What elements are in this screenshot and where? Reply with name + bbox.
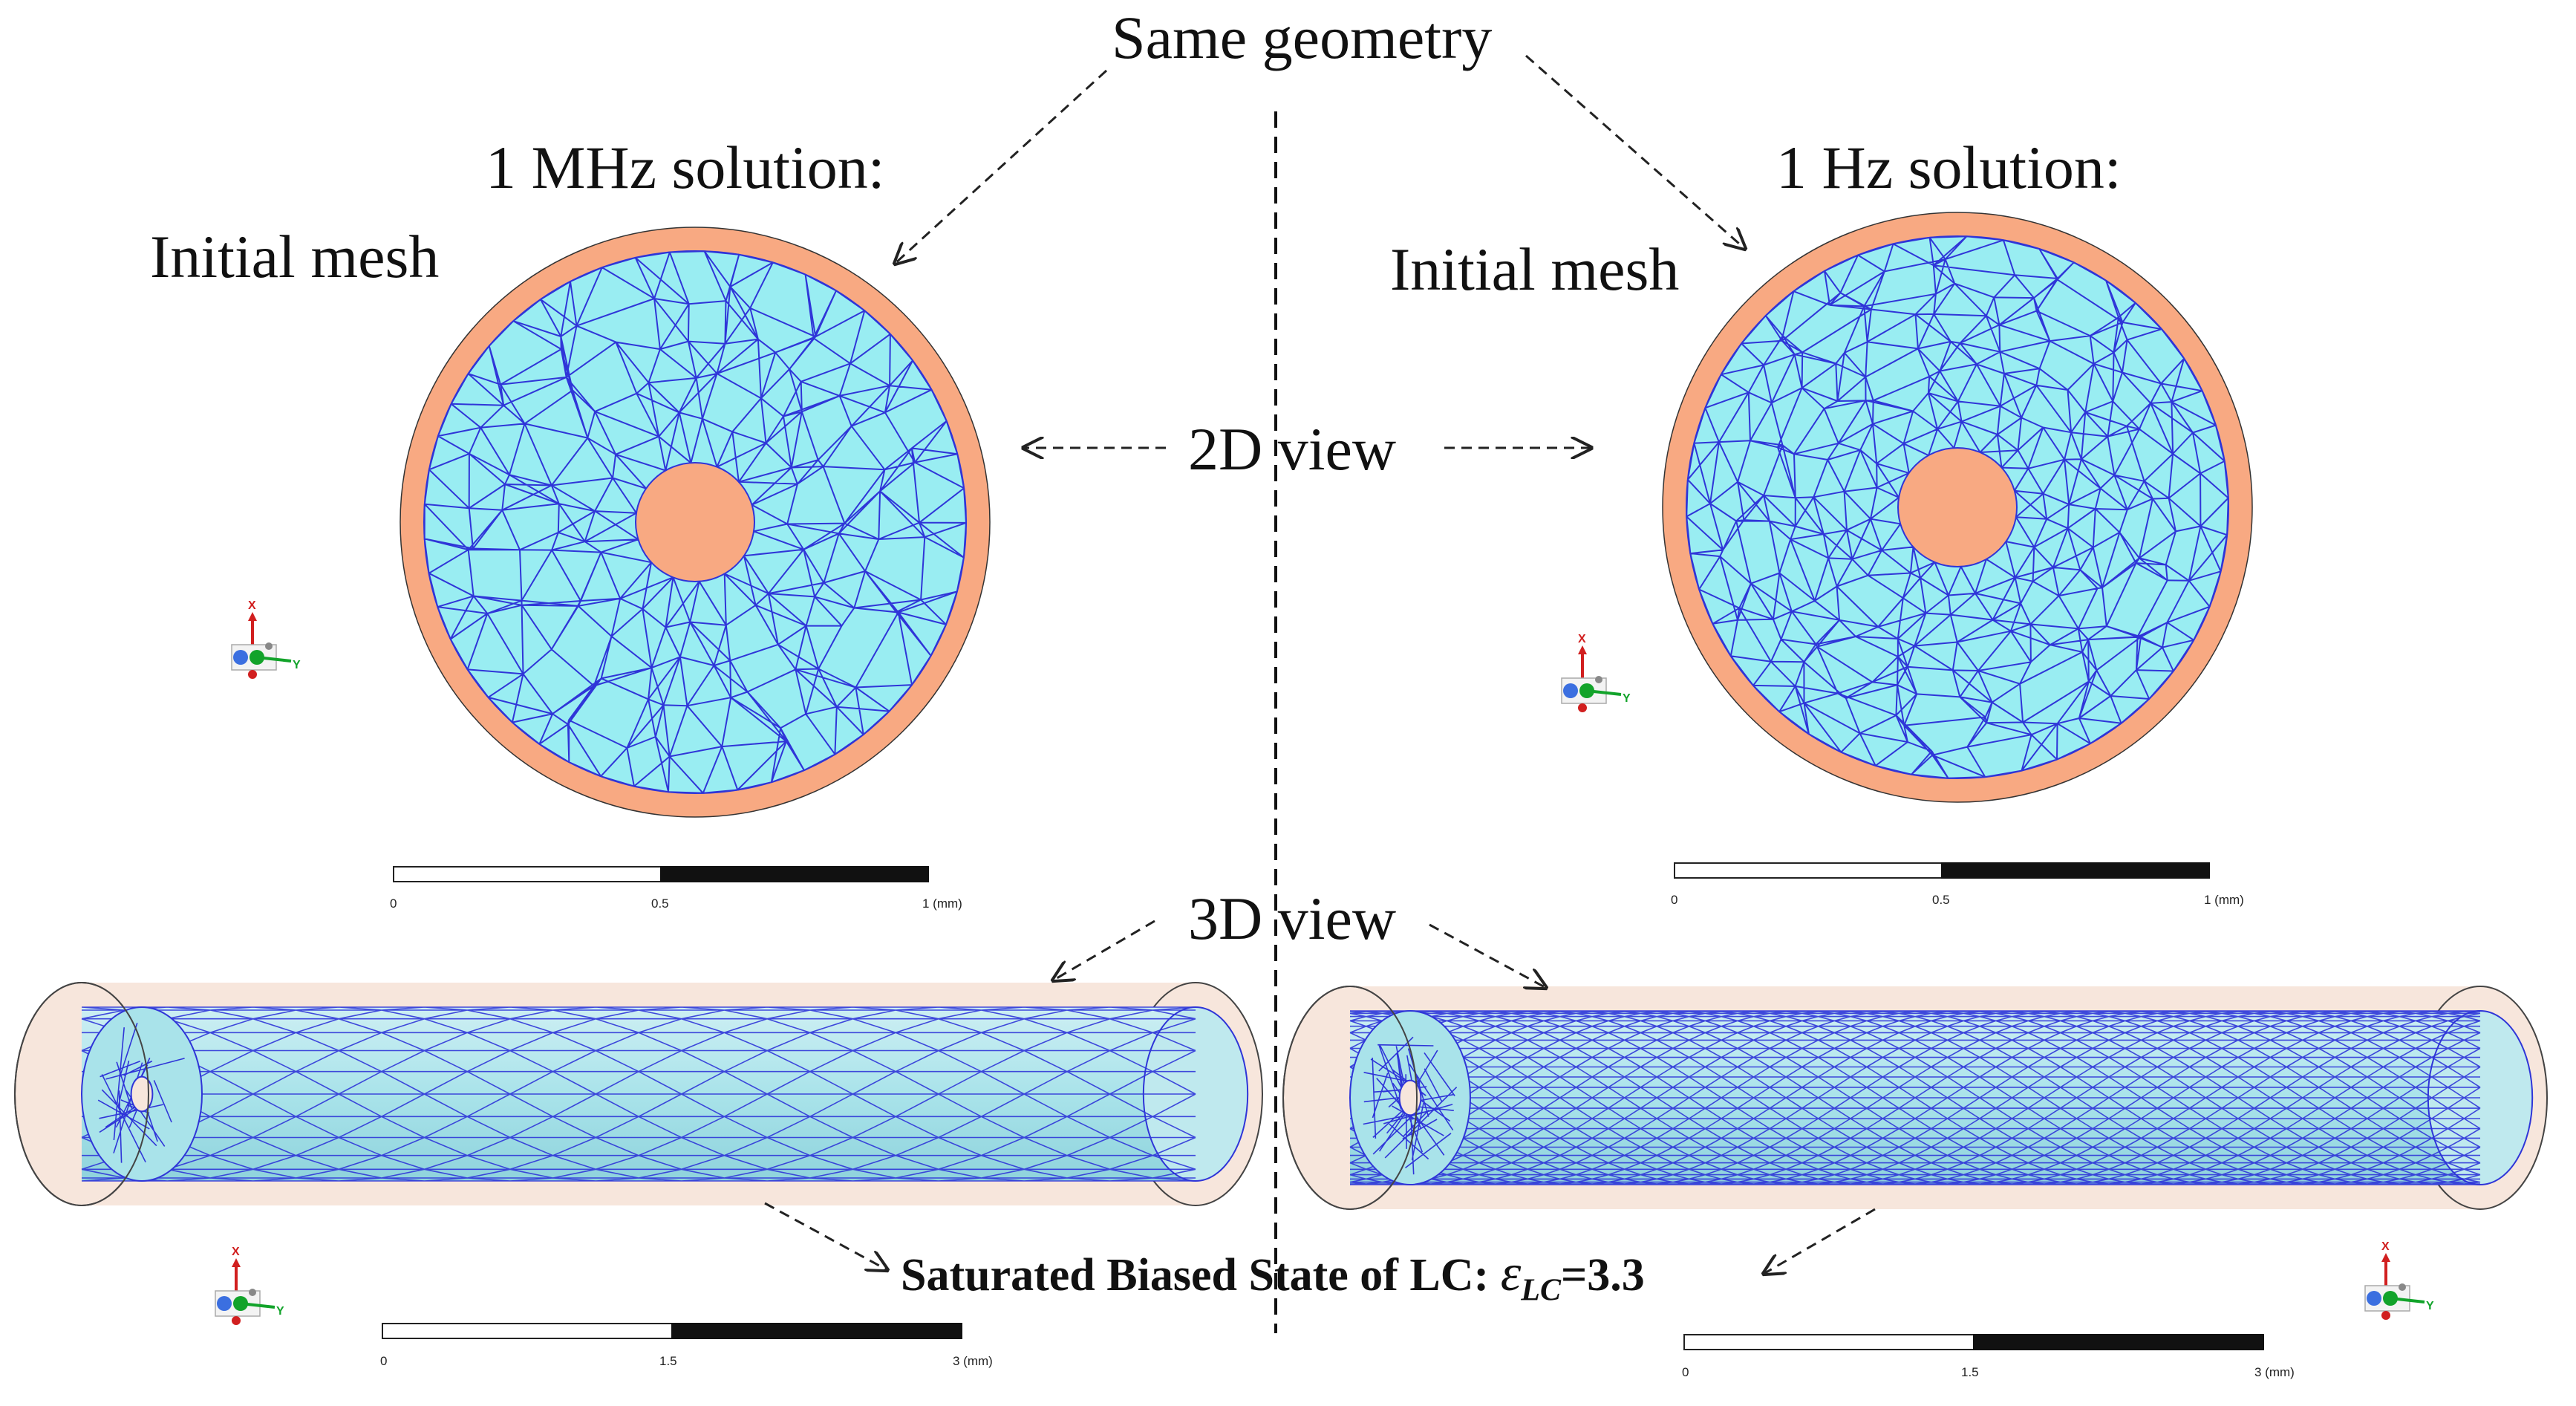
label-2d-view: 2D view [1188,415,1397,483]
scale-3d-left-tick-0: 0 [380,1354,388,1368]
arrow-3d-right [1429,923,1546,988]
caption-prefix: Saturated Biased State of LC: [901,1250,1501,1301]
scale-2d-left-tick-0: 0 [390,896,397,911]
tube-3d-1mhz [14,982,1263,1206]
svg-text:X: X [2381,1240,2390,1253]
axis-triads: X Y X Y X Y X Y [215,599,2434,1325]
arrow-same-geometry-right [1525,54,1745,249]
scale-bars [382,862,2264,1350]
scale-3d-left-tick-end: 3 (mm) [953,1354,993,1368]
scale-2d-right-tick-end: 1 (mm) [2204,893,2244,907]
annotation-arrows [764,54,1876,1274]
scale-2d-right-tick-mid: 0.5 [1932,893,1950,907]
cross-section-1hz [1662,212,2253,803]
scale-3d-right-tick-0: 0 [1682,1365,1689,1379]
label-same-geometry: Same geometry [1112,4,1493,71]
scale-3d-right-tick-mid: 1.5 [1961,1365,1979,1379]
arrow-caption-right [1764,1208,1876,1274]
caption-subscript: LC [1521,1273,1561,1308]
svg-text:X: X [232,1246,240,1258]
caption-lc-state: Saturated Biased State of LC: εLC=3.3 [901,1248,1645,1306]
svg-text:X: X [248,599,256,612]
cross-section-1mhz [400,227,991,818]
svg-text:Y: Y [293,659,301,671]
label-initial-mesh-left: Initial mesh [150,223,440,290]
label-1hz-solution: 1 Hz solution: [1776,134,2122,201]
label-3d-view: 3D view [1188,885,1397,952]
svg-text:Y: Y [1623,692,1631,705]
svg-text:X: X [1578,633,1586,645]
scale-3d-right-tick-end: 3 (mm) [2254,1365,2295,1379]
scale-3d-left-tick-mid: 1.5 [659,1354,677,1368]
arrow-3d-left [1053,920,1155,980]
caption-epsilon: ε [1500,1245,1522,1302]
arrow-same-geometry-left [895,69,1108,264]
arrow-caption-left [764,1202,887,1270]
label-1mhz-solution: 1 MHz solution: [486,134,885,201]
scale-2d-right-tick-0: 0 [1671,893,1678,907]
caption-value: =3.3 [1560,1250,1645,1301]
svg-text:Y: Y [2426,1300,2434,1312]
svg-text:Y: Y [276,1305,284,1318]
scale-2d-left-tick-mid: 0.5 [651,896,669,911]
label-initial-mesh-right: Initial mesh [1390,235,1680,303]
scale-2d-left-tick-end: 1 (mm) [922,896,962,911]
tube-3d-1hz [1282,986,2548,1210]
